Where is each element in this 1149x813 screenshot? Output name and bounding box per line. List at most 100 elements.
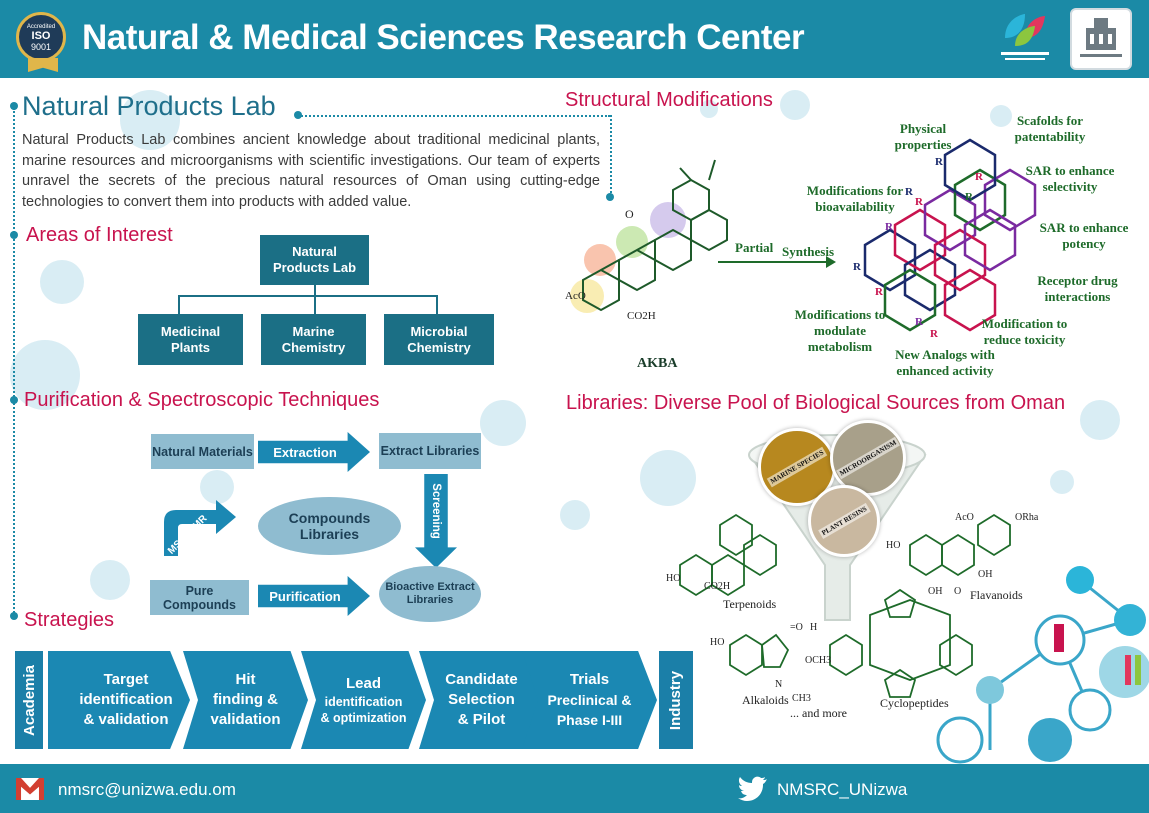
timeline-line xyxy=(13,108,15,613)
timeline-dot xyxy=(10,231,18,239)
svg-text:R: R xyxy=(915,316,924,328)
svg-text:R: R xyxy=(930,328,939,340)
svg-text:=O: =O xyxy=(790,622,803,633)
microorganism-label: MICROORGANISM xyxy=(835,436,901,480)
akba-molecule-icon: O xyxy=(570,159,728,313)
footer-bar xyxy=(0,764,1149,813)
email-link[interactable]: nmsrc@unizwa.edu.om xyxy=(58,780,236,799)
areas-root-box: Natural Products Lab xyxy=(260,235,369,285)
scaffold-library-icon: R R R R R R R R R R xyxy=(853,138,1037,340)
flavanoids-label: Flavanoids xyxy=(970,588,1023,602)
twitter-handle[interactable]: NMSRC_UNizwa xyxy=(777,780,908,799)
alkaloids-label: Alkaloids xyxy=(742,693,789,707)
timeline-dot xyxy=(606,193,614,201)
connector-line xyxy=(298,115,610,117)
twitter-icon xyxy=(738,776,767,801)
timeline-dot xyxy=(294,111,302,119)
natural-materials-box: Natural Materials xyxy=(151,434,254,469)
step-line: & Pilot xyxy=(457,711,506,728)
svg-text:OCH3: OCH3 xyxy=(805,655,831,666)
tree-connector xyxy=(436,295,438,314)
connector-line xyxy=(610,115,612,197)
svg-text:O: O xyxy=(625,207,634,221)
step-line: validation xyxy=(210,711,281,728)
screening-label: Screening xyxy=(430,483,442,539)
label-toxicity: Modification to reduce toxicity xyxy=(981,316,1068,347)
purification-arrow: Purification xyxy=(258,576,370,616)
purification-title: Purification & Spectroscopic Techniques xyxy=(24,389,380,411)
iso-badge-top: Accredited xyxy=(26,24,56,30)
svg-text:HO: HO xyxy=(710,637,724,648)
page-title: Natural & Medical Sciences Research Cent… xyxy=(82,18,805,57)
tree-connector xyxy=(314,285,316,296)
timeline-dot xyxy=(10,396,18,404)
university-logo-icon xyxy=(1070,8,1132,70)
label-new-analogs: New Analogs with enhanced activity xyxy=(895,347,995,378)
label-sar-potency: SAR to enhance potency xyxy=(1039,220,1129,251)
akba-label: AKBA xyxy=(637,356,678,371)
compounds-libraries-ellipse: Compounds Libraries xyxy=(258,497,401,555)
label-metabolism: Modifications to modulate metabolism xyxy=(794,307,886,354)
bioactive-libraries-ellipse: Bioactive Extract Libraries xyxy=(379,566,481,622)
step-line: Candidate xyxy=(445,671,518,688)
svg-text:CO2H: CO2H xyxy=(704,581,730,592)
strategy-step-target: Target identification & validation xyxy=(48,651,190,749)
header-bar xyxy=(0,0,1149,78)
label-sar-selectivity: SAR to enhance selectivity xyxy=(1025,163,1115,194)
svg-text:N: N xyxy=(775,679,782,690)
area-microbial-chemistry: Microbial Chemistry xyxy=(384,314,494,365)
svg-text:R: R xyxy=(965,191,974,203)
svg-text:R: R xyxy=(915,196,924,208)
libraries-title: Libraries: Diverse Pool of Biological So… xyxy=(566,392,1066,414)
strategy-step-lead: Lead identification & optimization xyxy=(301,651,426,749)
timeline-dot xyxy=(10,612,18,620)
svg-text:R: R xyxy=(975,171,984,183)
partial-label: Partial xyxy=(735,240,774,255)
step-line: Hit xyxy=(235,671,256,688)
strategy-step-trials: Trials Preclinical & Phase I-III xyxy=(522,651,657,749)
synthesis-arrow xyxy=(718,261,830,263)
step-line: Selection xyxy=(448,691,515,708)
tree-connector xyxy=(314,295,316,314)
step-line: Trials xyxy=(569,671,610,688)
synthesis-arrow-head xyxy=(826,256,836,268)
step-line: Lead xyxy=(345,675,381,692)
tree-connector xyxy=(178,295,180,314)
compound-structures-icon: HO CO2H HO OH O OH AcO ORha HO =O H OCH3… xyxy=(666,512,1039,704)
iso-certification-badge: Accredited ISO 9001 xyxy=(16,12,66,62)
label-scaffolds: Scafolds for patentability xyxy=(1014,113,1086,144)
step-line: identification xyxy=(324,695,403,709)
lab-description: Natural Products Lab combines ancient kn… xyxy=(22,132,600,210)
step-line: Preclinical & xyxy=(547,692,632,708)
areas-of-interest-title: Areas of Interest xyxy=(26,224,173,246)
extraction-arrow: Extraction xyxy=(258,432,370,472)
marine-species-label: MARINE SPECIES xyxy=(766,446,828,488)
cyclopeptides-label: Cyclopeptides xyxy=(880,696,949,710)
svg-text:HO: HO xyxy=(666,573,680,584)
ms-nmr-bent-arrow xyxy=(164,500,236,556)
mail-icon xyxy=(16,778,44,800)
area-medicinal-plants: Medicinal Plants xyxy=(138,314,243,365)
tree-connector xyxy=(178,295,438,297)
extract-libraries-box: Extract Libraries xyxy=(379,433,481,469)
synthesis-label: Synthesis xyxy=(782,244,835,259)
svg-text:O: O xyxy=(954,586,961,597)
strategy-step-hit: Hit finding & validation xyxy=(183,651,308,749)
step-line: & optimization xyxy=(320,711,407,725)
marine-species-ball: MARINE SPECIES xyxy=(758,428,836,506)
lab-title: Natural Products Lab xyxy=(22,91,276,121)
label-physical-properties: Physical properties xyxy=(894,121,952,152)
svg-text:CH3: CH3 xyxy=(792,693,811,704)
svg-text:R: R xyxy=(935,156,944,168)
svg-text:OH: OH xyxy=(928,586,942,597)
svg-text:R: R xyxy=(905,186,914,198)
badge-ribbon-icon xyxy=(28,58,58,72)
terpenoids-label: Terpenoids xyxy=(723,597,777,611)
co2h-label: CO2H xyxy=(627,310,656,322)
academia-label: Academia xyxy=(20,664,38,736)
and-more-label: ... and more xyxy=(790,706,847,720)
extraction-label: Extraction xyxy=(273,444,337,460)
acoh-label: AcO xyxy=(565,290,586,302)
academia-box: Academia xyxy=(15,651,43,749)
svg-text:R: R xyxy=(875,286,884,298)
